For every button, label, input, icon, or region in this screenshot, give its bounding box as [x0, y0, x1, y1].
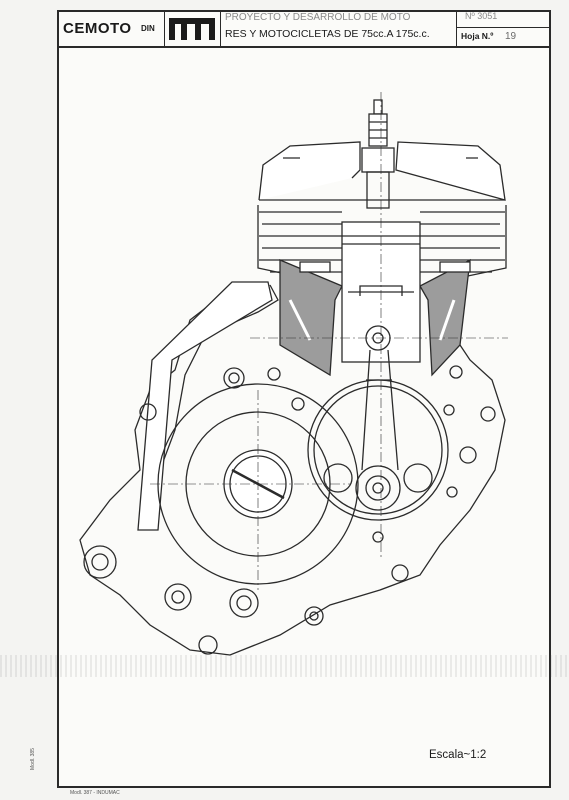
connecting-rod: [361, 349, 399, 471]
side-form-code: Modl. 385: [30, 748, 36, 770]
project-title-line2: RES Y MOTOCICLETAS DE 75cc.A 175c.c.: [225, 28, 430, 40]
project-title-line1: PROYECTO Y DESARROLLO DE MOTO: [225, 12, 411, 23]
meta-divider: [457, 27, 549, 28]
sheet-number: 19: [505, 31, 517, 42]
brand-name: CEMOTO: [63, 20, 132, 37]
drawing-sheet: [57, 10, 551, 788]
cylinder-head: [258, 141, 506, 201]
cylinder-barrel: [279, 258, 471, 377]
logo-cell: [165, 10, 221, 46]
kickstart-arm: [83, 281, 273, 579]
sheet-label: Hoja N.º: [461, 31, 494, 41]
project-title-cell: PROYECTO Y DESARROLLO DE MOTO RES Y MOTO…: [221, 10, 457, 46]
drawing-number: Nº 3051: [465, 11, 498, 21]
scan-noise-band: [0, 655, 569, 677]
company-logo-icon: [169, 18, 215, 40]
sheet-meta-cell: Nº 3051 Hoja N.º 19: [457, 10, 549, 46]
bolt-holes: [139, 365, 496, 655]
crank-flywheel: [307, 379, 449, 521]
scale-label: Escala~1:2: [429, 749, 487, 761]
title-block: CEMOTO DIN PROYECTO Y DESARROLLO DE MOTO…: [57, 10, 551, 48]
din-label: DIN: [141, 24, 155, 33]
brand-cell: CEMOTO DIN: [57, 10, 165, 46]
footer-form-code: Modl. 387 - INDUMAC: [70, 790, 120, 796]
spark-plug-icon: [361, 99, 395, 209]
center-lines: [150, 92, 508, 590]
